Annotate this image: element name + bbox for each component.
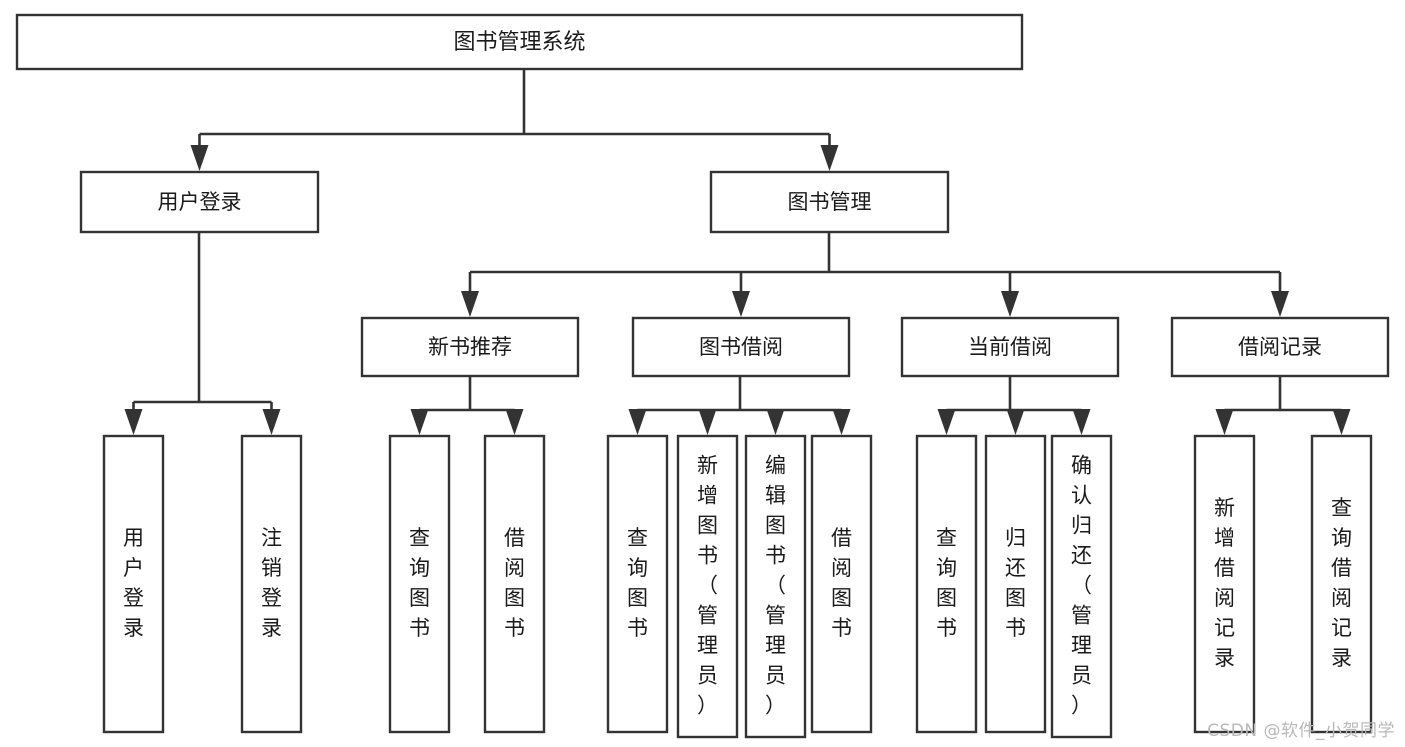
leaf-box-leaf-return-book[interactable]	[984, 434, 1047, 734]
arrow-head-icon	[262, 409, 281, 435]
leaf-label-leaf-user-login: 用户登录	[123, 526, 144, 640]
leaf-box-leaf-borrow-book-1[interactable]	[483, 434, 546, 734]
leaf-box-leaf-user-logout[interactable]	[240, 434, 303, 734]
conn-bookmanage-to-level3	[461, 232, 1289, 317]
node-label-book-borrow: 图书借阅	[699, 335, 783, 359]
leaf-label-leaf-borrow-book-1: 借阅图书	[504, 526, 525, 640]
arrow-head-icon	[698, 409, 717, 435]
arrow-head-icon	[1001, 291, 1019, 317]
leaf-label-leaf-user-logout: 注销登录	[261, 526, 282, 640]
node-box-book-borrow[interactable]	[631, 316, 851, 378]
leaf-leaf-query-borrow-record[interactable]: 查询借阅记录	[1310, 434, 1373, 734]
leaf-box-leaf-user-login[interactable]	[102, 434, 165, 734]
conn-bookborrow-to-leaves	[628, 376, 851, 435]
leaf-label-leaf-add-book-admin: 新增图书（管理员）	[697, 454, 718, 718]
node-box-book-manage[interactable]	[709, 170, 950, 234]
leaf-leaf-return-book[interactable]: 归还图书	[984, 434, 1047, 734]
leaf-leaf-borrow-book-1[interactable]: 借阅图书	[483, 434, 546, 734]
arrow-head-icon	[1006, 409, 1025, 435]
node-user-login[interactable]: 用户登录	[79, 170, 320, 234]
node-borrow-record[interactable]: 借阅记录	[1170, 316, 1390, 378]
leaf-label-leaf-query-book-3: 查询图书	[936, 526, 957, 640]
leaf-leaf-borrow-book-2[interactable]: 借阅图书	[810, 434, 873, 734]
leaf-leaf-edit-book-admin[interactable]: 编辑图书（管理员）	[744, 434, 807, 739]
node-box-current-borrow[interactable]	[900, 316, 1120, 378]
leaf-box-leaf-confirm-return-admin[interactable]	[1050, 434, 1113, 739]
nodes-layer: 图书管理系统用户登录图书管理新书推荐图书借阅当前借阅借阅记录用户登录注销登录查询…	[15, 13, 1390, 739]
node-label-user-login: 用户登录	[158, 190, 242, 214]
arrow-head-icon	[1215, 409, 1234, 435]
leaf-label-leaf-add-borrow-record: 新增借阅记录	[1214, 496, 1235, 670]
leaf-leaf-query-book-1[interactable]: 查询图书	[388, 434, 451, 734]
leaf-box-leaf-query-borrow-record[interactable]	[1310, 434, 1373, 734]
arrow-head-icon	[937, 409, 956, 435]
node-root[interactable]: 图书管理系统	[15, 13, 1024, 71]
leaf-leaf-add-book-admin[interactable]: 新增图书（管理员）	[676, 434, 739, 739]
arrow-head-icon	[190, 145, 209, 171]
node-current-borrow[interactable]: 当前借阅	[900, 316, 1120, 378]
arrow-head-icon	[766, 409, 785, 435]
conn-currentborrow-to-leaves	[937, 376, 1091, 435]
conn-newbook-to-leaves	[410, 376, 524, 435]
leaf-label-leaf-borrow-book-2: 借阅图书	[831, 526, 852, 640]
leaf-label-leaf-confirm-return-admin: 确认归还（管理员）	[1071, 454, 1092, 718]
leaf-box-leaf-query-book-2[interactable]	[606, 434, 669, 734]
node-book-borrow[interactable]: 图书借阅	[631, 316, 851, 378]
leaf-leaf-user-login[interactable]: 用户登录	[102, 434, 165, 734]
arrow-head-icon	[732, 291, 750, 317]
arrow-head-icon	[1072, 409, 1091, 435]
node-box-user-login[interactable]	[79, 170, 320, 234]
node-box-borrow-record[interactable]	[1170, 316, 1390, 378]
leaf-leaf-query-book-2[interactable]: 查询图书	[606, 434, 669, 734]
arrow-head-icon	[124, 409, 143, 435]
leaf-label-leaf-query-book-2: 查询图书	[627, 526, 648, 640]
arrow-head-icon	[505, 409, 524, 435]
leaf-box-leaf-add-borrow-record[interactable]	[1193, 434, 1256, 734]
leaf-leaf-add-borrow-record[interactable]: 新增借阅记录	[1193, 434, 1256, 734]
node-new-book-recommend[interactable]: 新书推荐	[360, 316, 580, 378]
leaf-box-leaf-borrow-book-2[interactable]	[810, 434, 873, 734]
leaf-box-leaf-query-book-3[interactable]	[915, 434, 978, 734]
node-box-new-book-recommend[interactable]	[360, 316, 580, 378]
leaf-leaf-query-book-3[interactable]: 查询图书	[915, 434, 978, 734]
node-label-borrow-record: 借阅记录	[1238, 335, 1322, 359]
node-box-root[interactable]	[15, 13, 1024, 71]
arrow-head-icon	[1332, 409, 1351, 435]
conn-borrowrecord-to-leaves	[1215, 376, 1351, 435]
conn-userlogin-to-leaves	[124, 232, 281, 435]
leaf-leaf-confirm-return-admin[interactable]: 确认归还（管理员）	[1050, 434, 1113, 739]
leaf-label-leaf-query-borrow-record: 查询借阅记录	[1331, 496, 1352, 670]
node-label-book-manage: 图书管理	[788, 190, 872, 214]
arrow-head-icon	[628, 409, 647, 435]
arrow-head-icon	[1271, 291, 1289, 317]
leaf-box-leaf-query-book-1[interactable]	[388, 434, 451, 734]
leaf-label-leaf-query-book-1: 查询图书	[409, 526, 430, 640]
arrow-head-icon	[820, 145, 839, 171]
leaf-box-leaf-edit-book-admin[interactable]	[744, 434, 807, 739]
arrow-head-icon	[832, 409, 851, 435]
node-label-current-borrow: 当前借阅	[968, 335, 1052, 359]
leaf-label-leaf-edit-book-admin: 编辑图书（管理员）	[765, 454, 786, 718]
conn-root-to-level2	[190, 69, 839, 171]
connectors-layer	[124, 69, 1351, 435]
node-label-new-book-recommend: 新书推荐	[428, 335, 512, 359]
leaf-leaf-user-logout[interactable]: 注销登录	[240, 434, 303, 734]
leaf-box-leaf-add-book-admin[interactable]	[676, 434, 739, 739]
arrow-head-icon	[461, 291, 479, 317]
arrow-head-icon	[410, 409, 429, 435]
node-book-manage[interactable]: 图书管理	[709, 170, 950, 234]
node-label-root: 图书管理系统	[453, 30, 585, 55]
leaf-label-leaf-return-book: 归还图书	[1005, 526, 1026, 640]
